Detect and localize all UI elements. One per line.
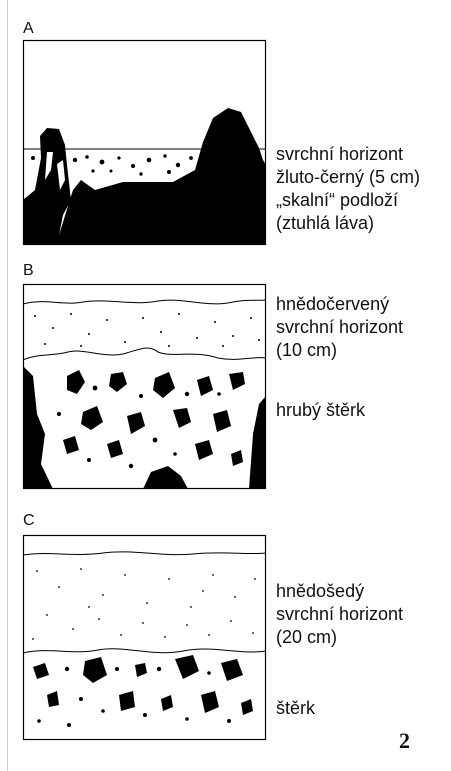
panel-a-label-2: žluto-černý (5 cm): [276, 166, 420, 189]
panel-a-label-4: (ztuhlá láva): [276, 212, 420, 235]
panel-b-letter: B: [23, 262, 34, 280]
panel-a-diagram: [23, 40, 266, 245]
panel-b-label-2: svrchní horizont: [276, 316, 403, 339]
panel-a-label-1: svrchní horizont: [276, 143, 420, 166]
panel-c-label-4: štěrk: [276, 697, 315, 720]
panel-c-label-3: (20 cm): [276, 626, 403, 649]
panel-b-legend-gravel: hrubý štěrk: [276, 399, 365, 422]
panel-a-letter: A: [23, 20, 34, 38]
panel-a-label-3: „skalní“ podloží: [276, 189, 420, 212]
panel-b-label-3: (10 cm): [276, 339, 403, 362]
panel-b-label-4: hrubý štěrk: [276, 399, 365, 422]
panel-b-legend: hnědočervený svrchní horizont (10 cm): [276, 293, 403, 362]
panel-c-letter: C: [23, 512, 35, 530]
panel-b-label-1: hnědočervený: [276, 293, 403, 316]
panel-c-label-2: svrchní horizont: [276, 603, 403, 626]
page-margin-rule: [7, 0, 8, 771]
panel-c-label-1: hnědošedý: [276, 580, 403, 603]
panel-c-legend-gravel: štěrk: [276, 697, 315, 720]
panel-c-legend: hnědošedý svrchní horizont (20 cm): [276, 580, 403, 649]
panel-c-diagram: [23, 535, 266, 740]
panel-b-diagram: [23, 284, 266, 489]
panel-a-legend: svrchní horizont žluto-černý (5 cm) „ska…: [276, 143, 420, 235]
figure-number: 2: [399, 728, 410, 754]
